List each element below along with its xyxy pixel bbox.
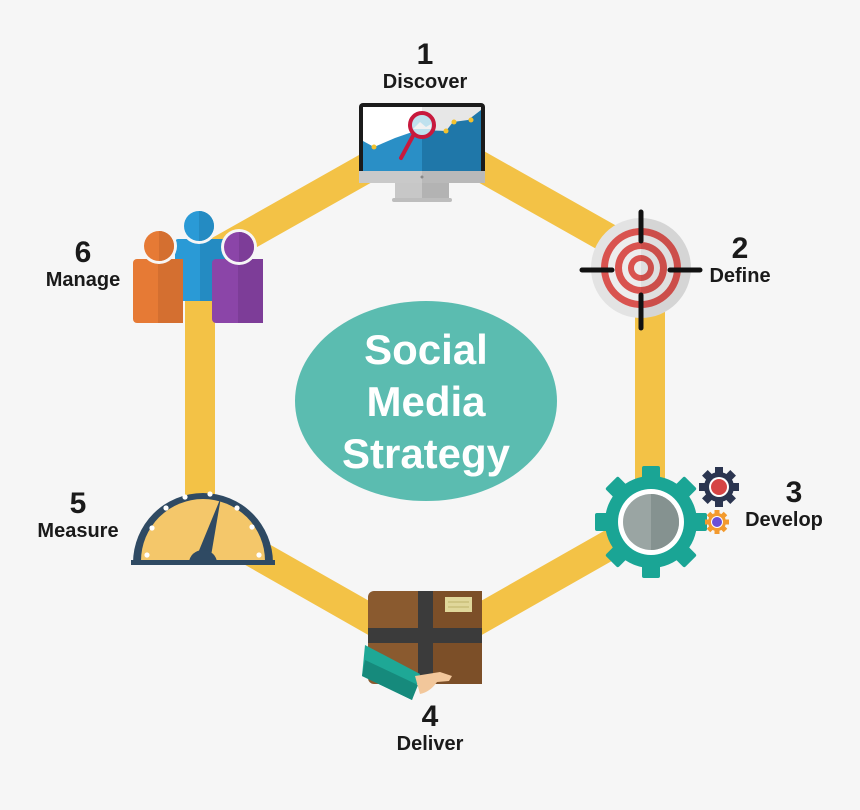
center-title: Social Media Strategy — [295, 312, 557, 492]
step-3-label: 3 Develop — [734, 476, 834, 531]
step-number: 3 — [785, 476, 803, 509]
package-hand-icon — [362, 591, 482, 700]
title-line-3: Strategy — [341, 430, 511, 477]
step-number: 5 — [69, 487, 87, 520]
step-name: Develop — [745, 509, 823, 531]
step-name: Measure — [37, 520, 119, 542]
team-people-icon — [133, 208, 263, 323]
monitor-magnifier-icon — [359, 103, 485, 202]
center-circle — [295, 301, 557, 501]
gears-icon — [595, 466, 739, 578]
title-line-1: Social — [364, 326, 488, 373]
step-number: 1 — [416, 38, 434, 71]
gauge-icon — [131, 491, 275, 565]
step-1-label: 1 Discover — [370, 38, 480, 93]
step-number: 2 — [731, 232, 749, 265]
step-5-label: 5 Measure — [28, 487, 128, 542]
step-name: Deliver — [396, 733, 464, 755]
step-number: 4 — [421, 700, 439, 733]
target-icon — [579, 209, 703, 331]
step-4-label: 4 Deliver — [380, 700, 480, 755]
title-line-2: Media — [366, 378, 486, 425]
step-6-label: 6 Manage — [36, 236, 130, 291]
step-2-label: 2 Define — [700, 232, 780, 287]
step-name: Define — [709, 265, 771, 287]
step-name: Discover — [382, 71, 468, 93]
step-number: 6 — [74, 236, 92, 269]
step-name: Manage — [45, 269, 121, 291]
